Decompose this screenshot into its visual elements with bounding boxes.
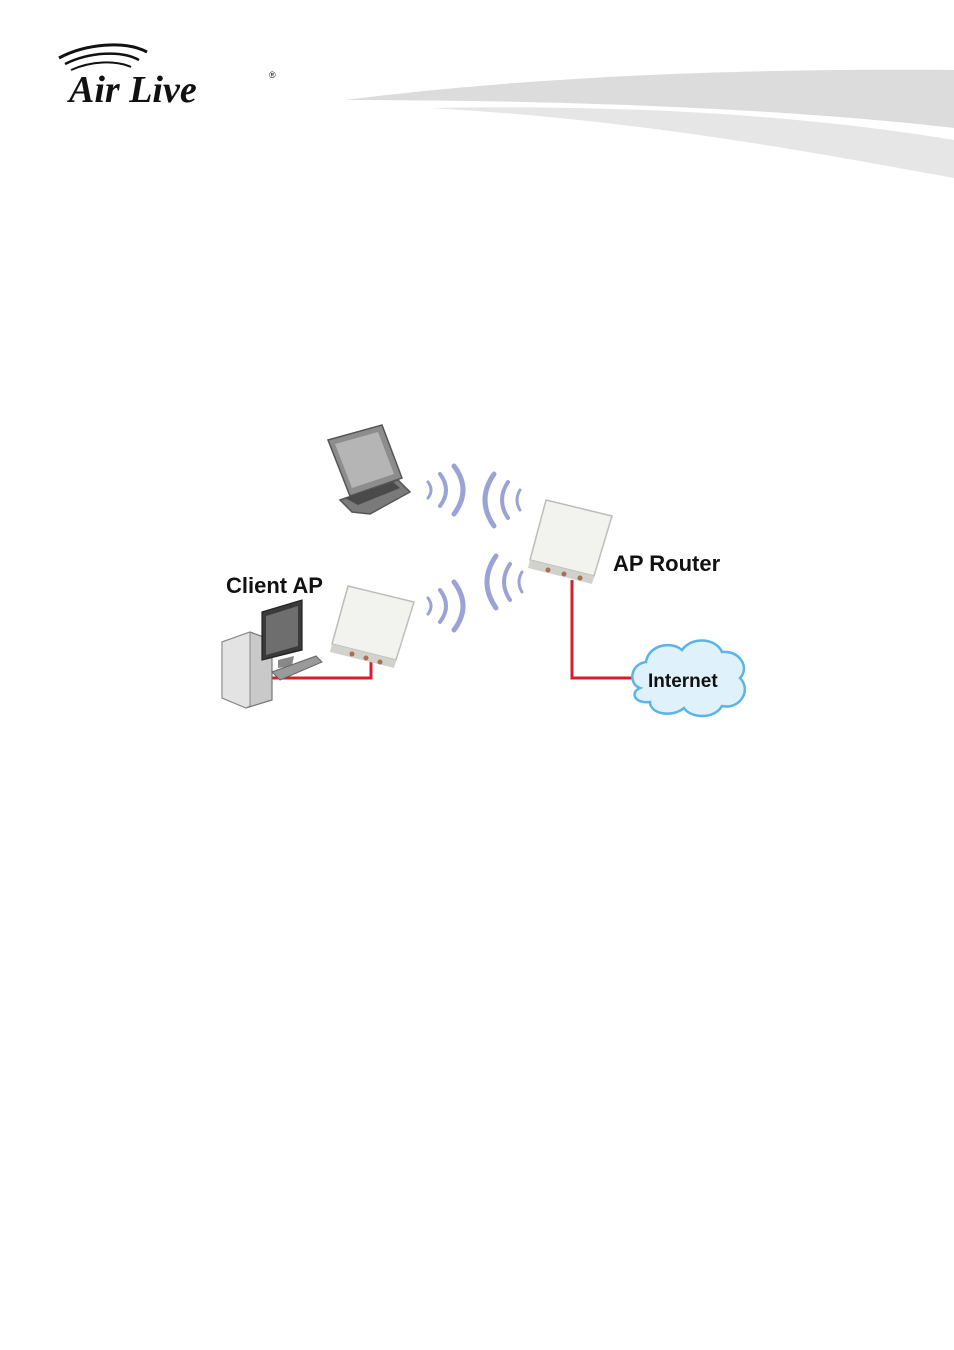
desktop-pc-icon [222,600,322,708]
laptop-icon [328,425,410,514]
access-point-icon [330,586,414,668]
ap-router-label: AP Router [613,551,721,576]
internet-label: Internet [648,671,718,692]
wireless-signal-icon [428,556,522,630]
ap-router-to-internet-cable [572,580,640,678]
access-point-icon [528,500,612,584]
client-ap-label: Client AP [226,573,323,598]
wireless-signal-icon [428,466,520,526]
